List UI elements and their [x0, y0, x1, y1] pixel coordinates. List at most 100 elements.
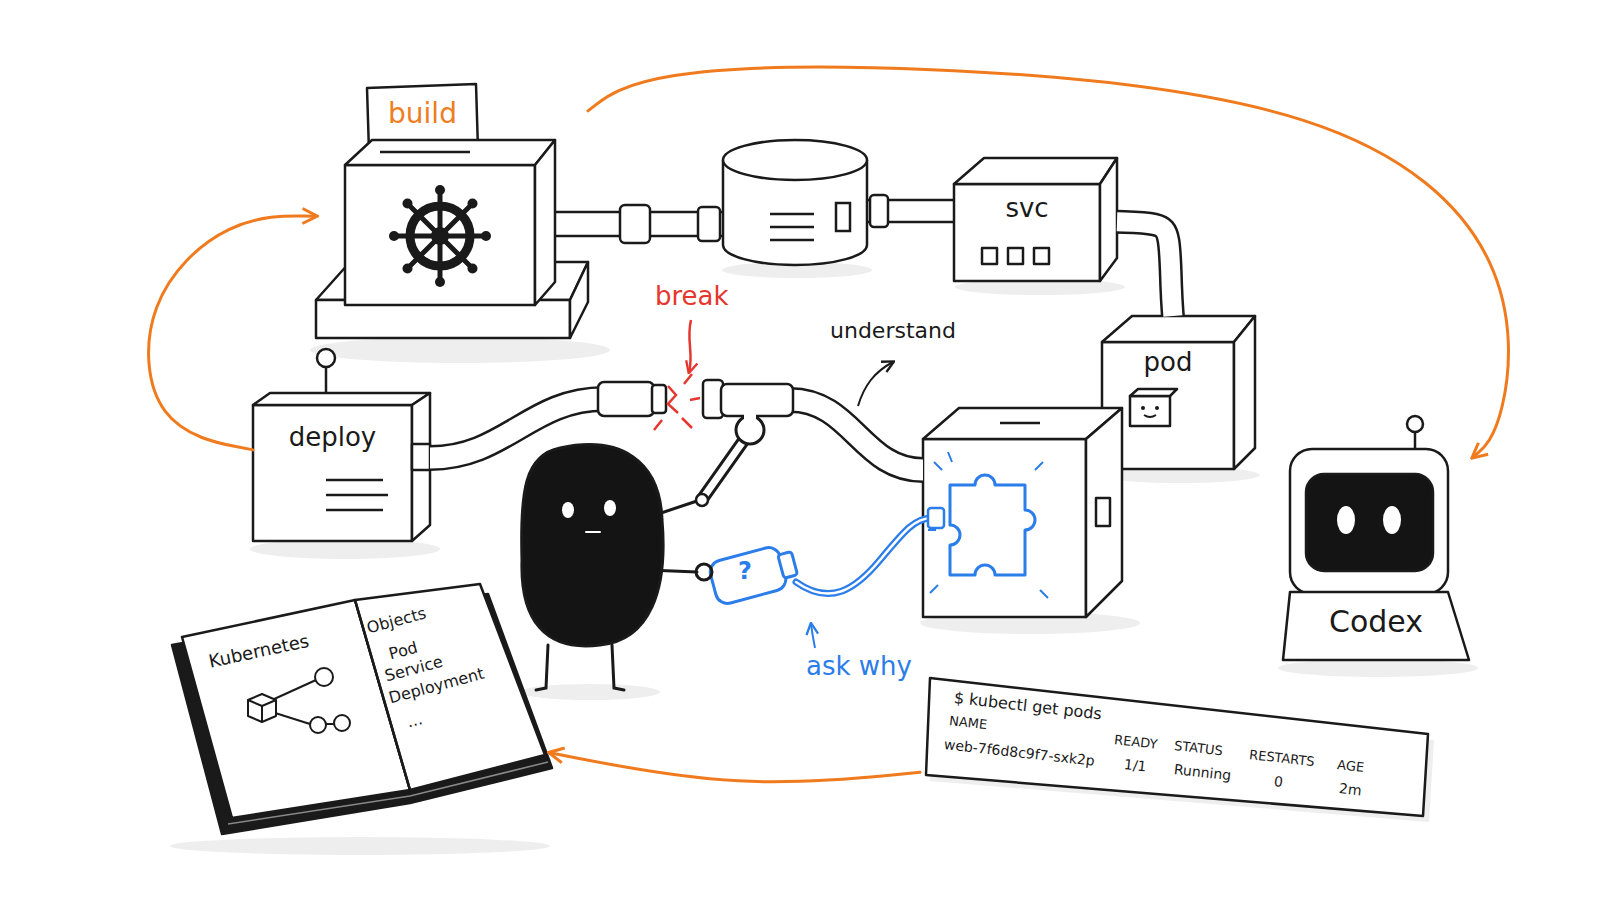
- break-note: break: [655, 282, 729, 312]
- book-art: [315, 668, 333, 686]
- question-plug: [696, 564, 712, 580]
- character: [604, 500, 616, 516]
- book-entry: ...: [405, 710, 425, 732]
- build-machine-art: [570, 262, 588, 338]
- service-box-art: [954, 184, 1100, 281]
- pipe-deploy-to-puzzle: [790, 400, 923, 470]
- pod-box-art: [1155, 406, 1159, 410]
- pod-box-art: [1102, 316, 1255, 342]
- codex-robot-art: [1283, 592, 1469, 660]
- build-machine-art: [345, 165, 535, 305]
- pipe-deploy-to-puzzle: [430, 380, 923, 470]
- book-art: [334, 715, 350, 731]
- box-label: svc: [954, 194, 1100, 224]
- question-plug: [778, 552, 798, 579]
- pipe-body: [1117, 222, 1173, 316]
- book-art: [172, 584, 552, 834]
- paper-label: build: [367, 98, 478, 130]
- break-crack: [668, 386, 678, 413]
- codex-robot-art: [1383, 506, 1401, 534]
- build-machine-art: [468, 199, 478, 209]
- box-label: deploy: [253, 423, 412, 453]
- pipe-deploy-to-puzzle: [790, 400, 923, 470]
- table-header: NAME: [948, 714, 987, 733]
- ground-shadows: [310, 337, 610, 363]
- question-plug: [708, 545, 789, 606]
- table-cell: 2m: [1338, 780, 1362, 799]
- service-box-art: [982, 248, 997, 264]
- table-cell: Running: [1173, 761, 1232, 783]
- build-machine-art: [316, 84, 588, 338]
- build-machine-art: [468, 264, 478, 274]
- pipe-connector: [1117, 222, 1173, 316]
- book-art: [248, 694, 276, 722]
- book-art: [248, 668, 350, 733]
- puzzle-box-art: [923, 408, 1122, 617]
- puzzle-box-art: [1086, 408, 1122, 617]
- storage-tank: [770, 214, 814, 240]
- deploy-box-art: [253, 393, 430, 405]
- break-crack: [689, 320, 691, 372]
- ground-shadows: [170, 262, 1478, 855]
- service-box: svc: [954, 158, 1117, 281]
- codex-robot-art: [1407, 416, 1423, 432]
- build-machine-art: [431, 227, 449, 245]
- understand-arrow: [858, 362, 893, 406]
- pipe-build-to-tank: [698, 207, 720, 241]
- puzzle-box-art: [1000, 422, 1040, 425]
- terminal-paper: [926, 678, 1428, 816]
- pod-box-art: [1141, 406, 1145, 410]
- build-machine-art: [481, 231, 491, 241]
- deploy-box: deploy: [253, 393, 430, 541]
- character: [586, 531, 600, 533]
- break-crack: [654, 320, 700, 430]
- book-heading: Objects: [365, 604, 428, 637]
- build-machine-art: [389, 185, 491, 287]
- question-plug: [708, 542, 801, 606]
- wrench: [703, 440, 744, 498]
- pipe-outline: [1117, 222, 1173, 316]
- table-cell: 1/1: [1123, 756, 1147, 775]
- puzzle-box-art: [923, 439, 1086, 617]
- pipe-deploy-to-puzzle: [721, 384, 793, 416]
- blue-cable: [796, 518, 932, 594]
- puzzle-box-art: [928, 452, 1048, 598]
- pod-box-art: [1144, 415, 1156, 417]
- ask-why-note: ask why: [806, 652, 912, 682]
- build-machine: build: [316, 84, 588, 352]
- blue-cable: [796, 518, 932, 594]
- table-header: AGE: [1336, 758, 1364, 776]
- deploy-box-art: [412, 393, 430, 541]
- book-art: [272, 712, 310, 724]
- service-box-art: [954, 158, 1117, 184]
- service-box-art: [1100, 158, 1117, 281]
- pipe-build-to-tank: [620, 205, 650, 243]
- build-machine-art: [396, 192, 484, 280]
- codex-robot-art: [1337, 506, 1355, 534]
- pod-box-art: [1130, 396, 1170, 426]
- understand-note: understand: [830, 318, 956, 343]
- blue-cable: [796, 508, 944, 594]
- ground-shadows: [170, 837, 550, 855]
- build-machine-art: [389, 231, 399, 241]
- deploy-box-art: [253, 349, 430, 541]
- understand-arrow: [858, 362, 893, 406]
- book-art: [326, 723, 334, 725]
- character: [536, 645, 624, 690]
- cycle-arrow-line: [149, 216, 316, 450]
- book-art: [272, 680, 316, 700]
- character: [522, 445, 700, 690]
- ground-shadows: [1278, 659, 1478, 677]
- storage-tank: [836, 203, 850, 231]
- deploy-box-art: [317, 349, 335, 367]
- pod-box-art: [1102, 316, 1255, 469]
- table-header: RESTARTS: [1248, 748, 1315, 770]
- question-plug: [696, 542, 800, 606]
- storage-tank: [723, 140, 867, 180]
- pod-box-art: [1130, 389, 1177, 396]
- build-machine-art: [535, 140, 555, 305]
- cycle-arrow-line: [550, 753, 920, 782]
- codex-robot: Codex: [1283, 413, 1473, 663]
